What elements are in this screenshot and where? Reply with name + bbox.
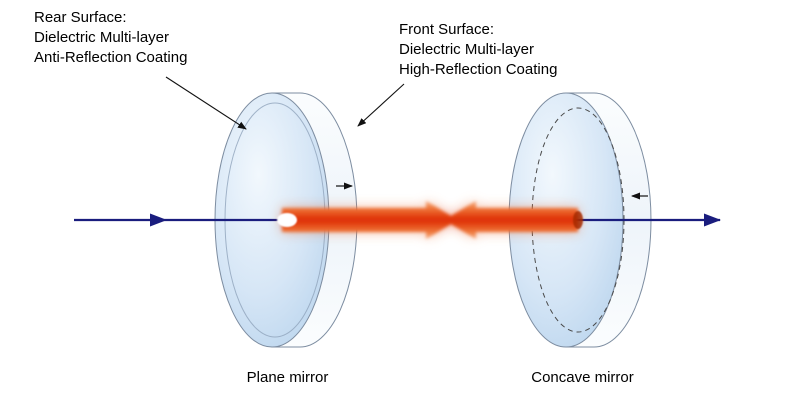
front-surface-label-line3: High-Reflection Coating — [399, 61, 558, 78]
concave-mirror-caption: Concave mirror — [531, 369, 634, 386]
plane-mirror-caption: Plane mirror — [246, 369, 329, 386]
axis-arrowhead-left — [150, 213, 167, 227]
front-surface-label: Front Surface: Dielectric Multi-layer Hi… — [399, 20, 557, 80]
axis-arrowhead-right — [704, 213, 721, 227]
rear-surface-label-line3: Anti-Reflection Coating — [34, 49, 188, 66]
beam-waist-spot — [277, 213, 297, 227]
front-surface-label-line2: Dielectric Multi-layer — [399, 41, 535, 58]
rear-surface-label-line1: Rear Surface: — [34, 9, 127, 26]
rear-surface-label: Rear Surface: Dielectric Multi-layer Ant… — [34, 8, 187, 68]
front-surface-label-line1: Front Surface: — [399, 21, 495, 38]
front-surface-leader-line — [357, 83, 405, 127]
rear-surface-label-line2: Dielectric Multi-layer — [34, 29, 170, 46]
rear-surface-leader-line — [165, 76, 247, 130]
beam-focus-spot — [573, 211, 583, 229]
